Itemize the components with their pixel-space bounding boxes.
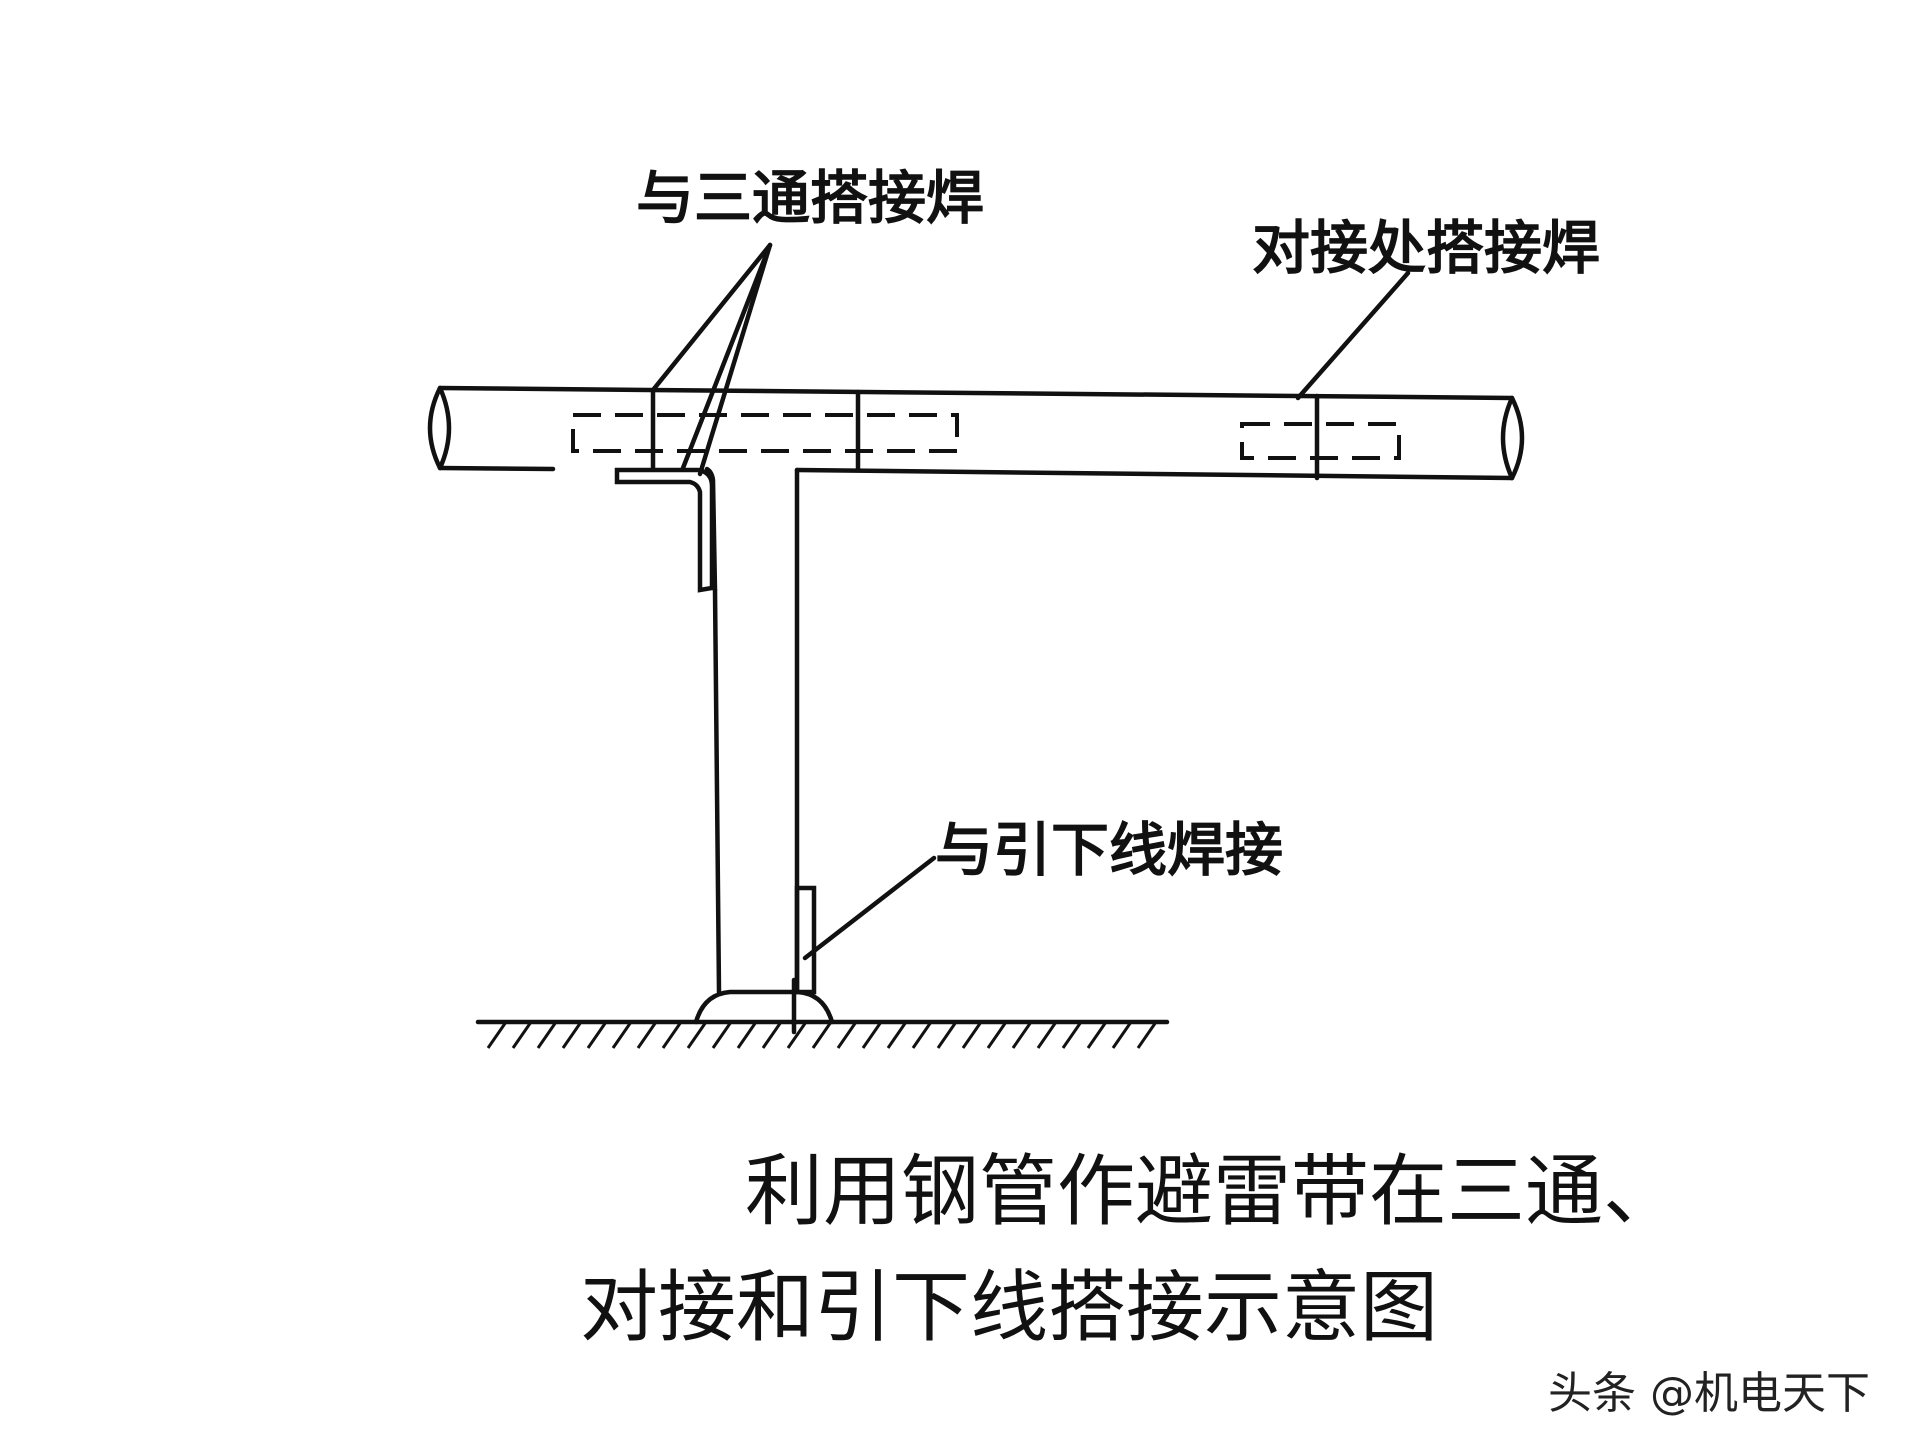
label-tee-lap-weld: 与三通搭接焊 — [636, 164, 984, 232]
tee-inner-sleeve — [571, 413, 959, 453]
hatch-mark — [486, 1021, 508, 1049]
hatch-mark — [711, 1021, 733, 1049]
hatch-mark — [761, 1021, 783, 1049]
hatch-mark — [636, 1021, 658, 1049]
hatch-mark — [786, 1021, 808, 1049]
ground-hatching — [486, 1021, 1158, 1049]
hatch-mark — [1061, 1021, 1083, 1049]
hatch-mark — [1136, 1021, 1158, 1049]
tee-joint-lines — [650, 387, 861, 473]
caption-line-1: 利用钢管作避雷带在三通、 — [745, 1147, 1681, 1237]
butt-joint-inner-sleeve — [1240, 393, 1401, 481]
hatch-mark — [536, 1021, 558, 1049]
caption-line-2: 对接和引下线搭接示意图 — [580, 1263, 1438, 1353]
hatch-mark — [1036, 1021, 1058, 1049]
base-weld-bead — [693, 989, 835, 1025]
ground-line — [475, 1019, 1170, 1049]
hatch-mark — [611, 1021, 633, 1049]
hatch-mark — [1111, 1021, 1133, 1049]
hatch-mark — [936, 1021, 958, 1049]
hatch-mark — [511, 1021, 533, 1049]
label-downlead-weld: 与引下线焊接 — [935, 816, 1283, 884]
hatch-mark — [561, 1021, 583, 1049]
hatch-mark — [586, 1021, 608, 1049]
hatch-mark — [1086, 1021, 1108, 1049]
vertical-steel-pipe — [704, 466, 800, 995]
tee-lap-angle-steel — [614, 467, 715, 593]
hatch-mark — [961, 1021, 983, 1049]
hatch-mark — [661, 1021, 683, 1049]
horizontal-steel-pipe — [427, 385, 1525, 481]
hatch-mark — [911, 1021, 933, 1049]
hatch-mark — [886, 1021, 908, 1049]
hatch-mark — [1011, 1021, 1033, 1049]
hatch-mark — [811, 1021, 833, 1049]
label-butt-lap-weld: 对接处搭接焊 — [1252, 214, 1600, 282]
hatch-mark — [736, 1021, 758, 1049]
hatch-mark — [686, 1021, 708, 1049]
watermark: 头条 @机电天下 — [1548, 1368, 1870, 1419]
hatch-mark — [861, 1021, 883, 1049]
leader-lines — [650, 242, 1411, 961]
hatch-mark — [986, 1021, 1008, 1049]
hatch-mark — [836, 1021, 858, 1049]
